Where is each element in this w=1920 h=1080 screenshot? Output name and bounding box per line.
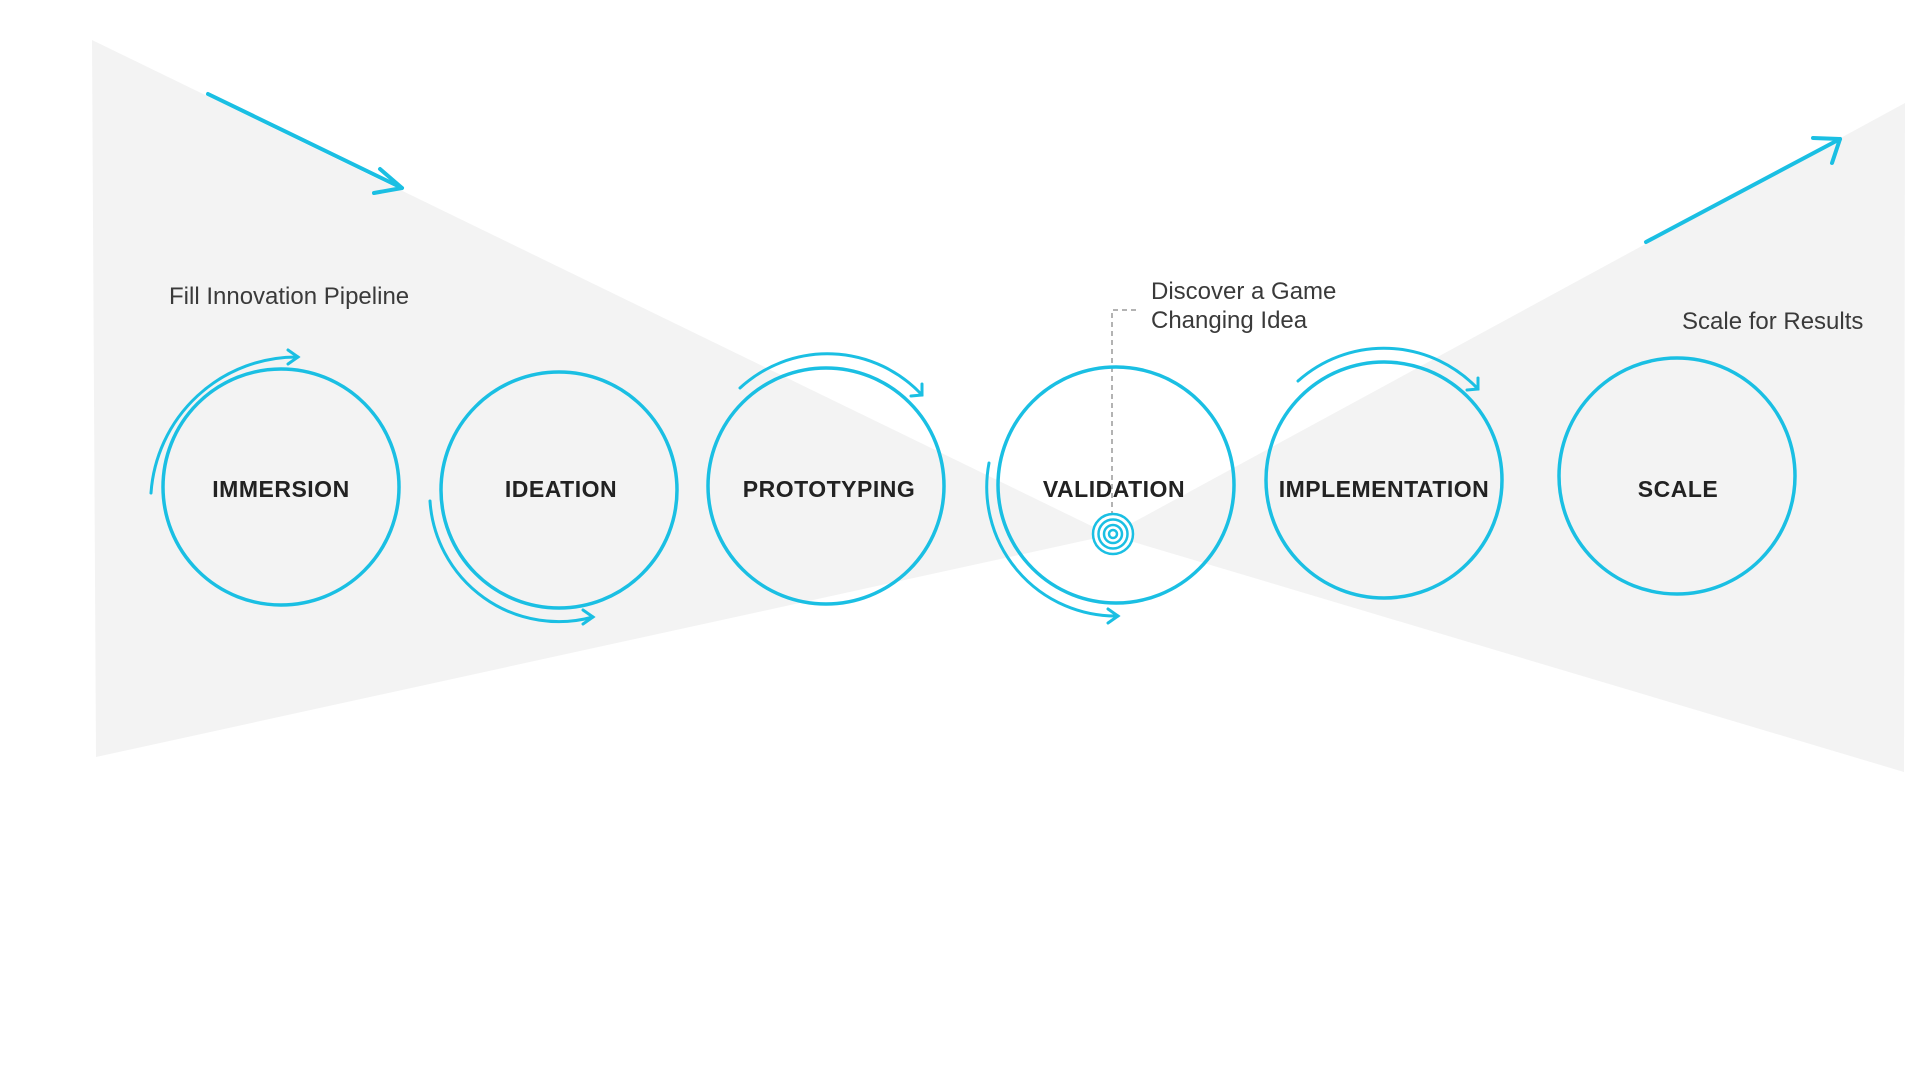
stage-circle-prototyping bbox=[706, 366, 946, 606]
stage-scale: SCALE bbox=[1557, 356, 1797, 596]
annotation-scale-results: Scale for Results bbox=[1682, 308, 1863, 335]
discover-connector-line bbox=[1111, 309, 1136, 520]
stage-implementation: IMPLEMENTATION bbox=[1264, 346, 1504, 600]
stage-circle-implementation bbox=[1264, 360, 1504, 600]
stage-label-implementation: IMPLEMENTATION bbox=[1279, 476, 1490, 502]
stage-immersion: IMMERSION bbox=[149, 348, 401, 607]
stage-circle-immersion bbox=[161, 367, 401, 607]
funnel-right bbox=[1110, 103, 1905, 772]
stage-label-prototyping: PROTOTYPING bbox=[743, 476, 916, 502]
stage-circle-scale bbox=[1557, 356, 1797, 596]
loop-arrow-icon bbox=[1296, 346, 1480, 392]
annotation-discover-line1: Discover a Game bbox=[1151, 278, 1336, 305]
loop-arrow-icon bbox=[985, 461, 1121, 625]
stage-circle-validation bbox=[996, 365, 1236, 605]
stage-validation: VALIDATION bbox=[985, 365, 1236, 625]
loop-arrow-icon bbox=[149, 348, 301, 495]
stage-label-immersion: IMMERSION bbox=[212, 476, 349, 502]
stage-ideation: IDEATION bbox=[428, 370, 679, 626]
funnel-left bbox=[92, 40, 1110, 757]
arrow-down-right-icon bbox=[206, 92, 404, 195]
annotation-discover-line2: Changing Idea bbox=[1151, 307, 1308, 334]
stage-label-scale: SCALE bbox=[1638, 476, 1718, 502]
loop-arrow-icon bbox=[738, 352, 924, 398]
target-icon bbox=[1091, 512, 1135, 556]
arrow-up-right-icon bbox=[1644, 136, 1842, 244]
stage-label-ideation: IDEATION bbox=[505, 476, 617, 502]
stage-circle-ideation bbox=[439, 370, 679, 610]
stage-prototyping: PROTOTYPING bbox=[706, 352, 946, 606]
loop-arrow-icon bbox=[428, 499, 596, 626]
annotation-fill-pipeline: Fill Innovation Pipeline bbox=[169, 283, 409, 310]
stage-label-validation: VALIDATION bbox=[1043, 476, 1185, 502]
